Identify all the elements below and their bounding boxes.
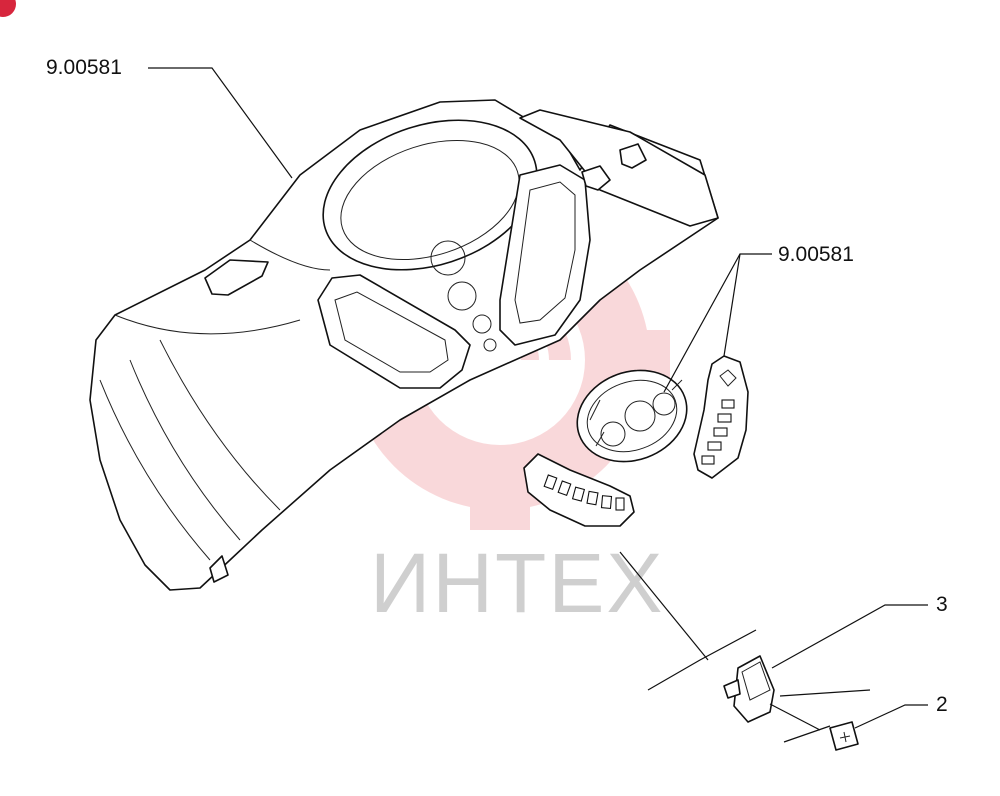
rocker-switch [723,655,775,723]
callout-switch: 3 [936,593,948,616]
switch-symbol-label [829,721,859,751]
callout-instrument-cluster: 9.00581 [778,243,854,266]
lower-switch-panel [523,453,635,527]
leader-lines [148,67,928,743]
corner-badge [0,0,16,17]
instrument-cluster [576,369,688,463]
dashboard-housing [89,99,719,591]
right-switch-panel [693,355,749,479]
watermark-text: ИНТЕХ [370,536,664,630]
callout-switch-symbol: 2 [936,693,948,716]
callout-dashboard-housing: 9.00581 [46,56,122,79]
